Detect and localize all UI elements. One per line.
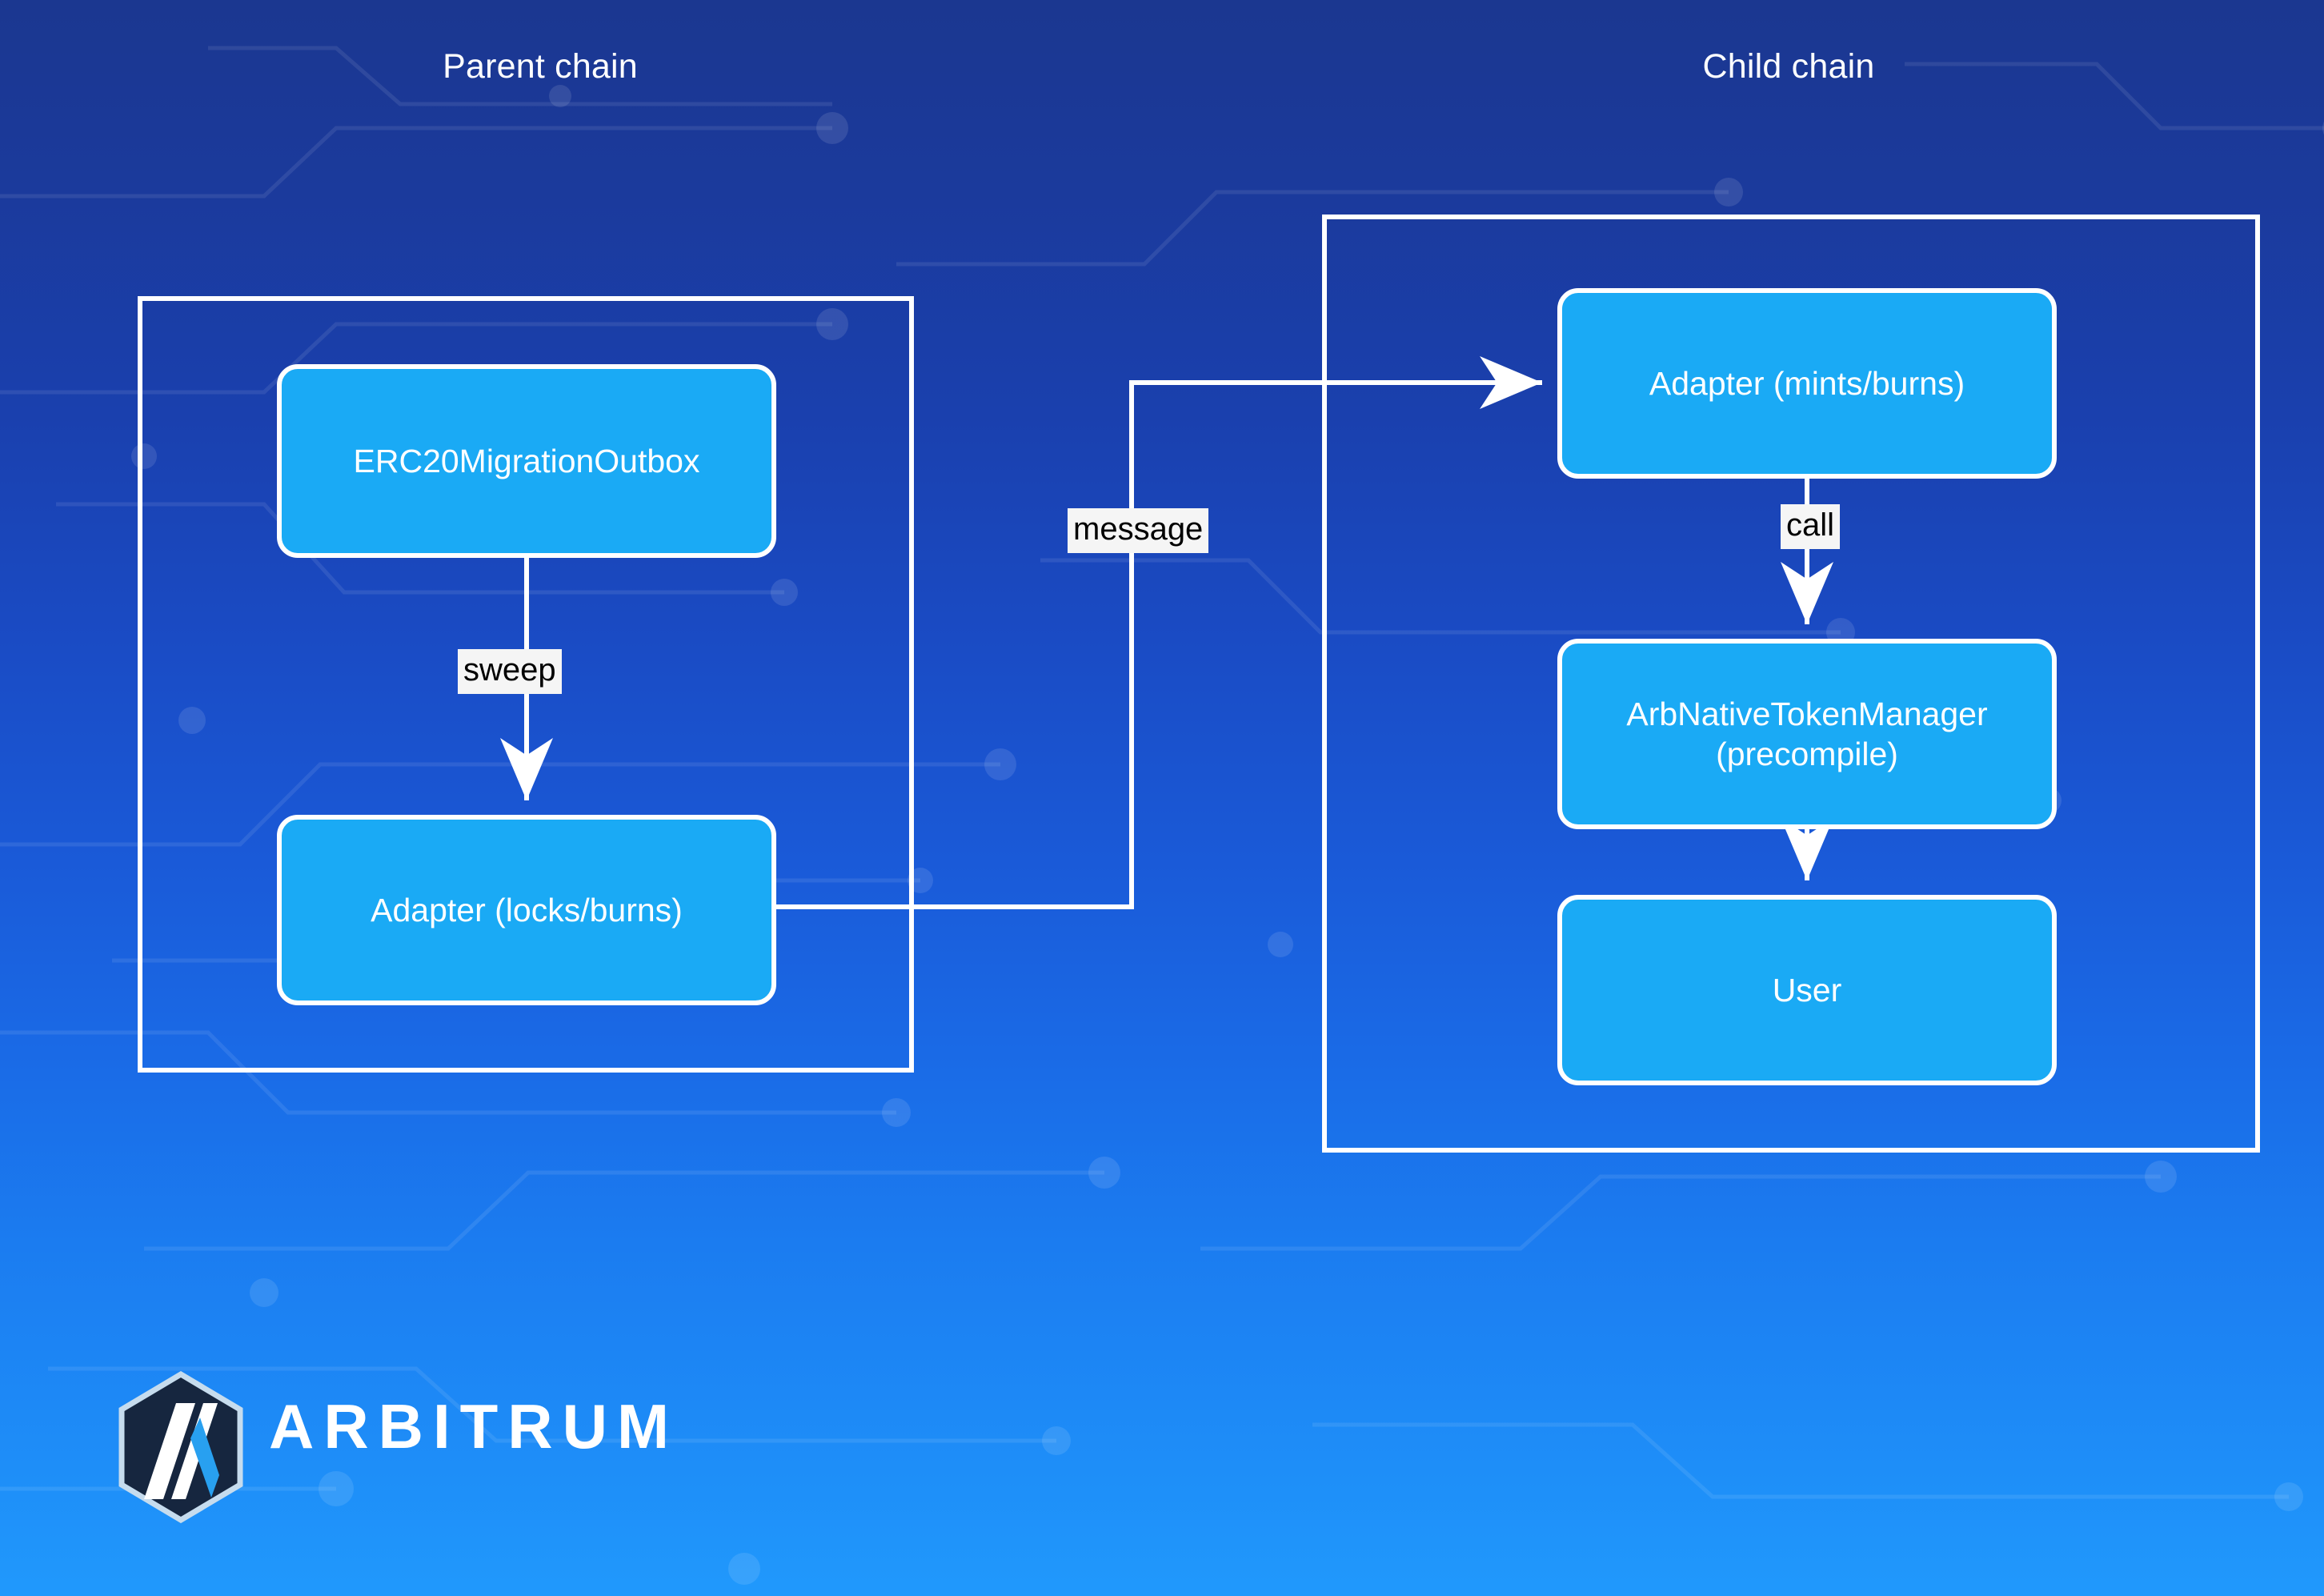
node-arb-native-token-manager-label-line2: (precompile) [1716,736,1898,772]
edge-label-message: message [1068,508,1209,554]
node-erc20-migration-outbox[interactable]: ERC20MigrationOutbox [277,364,776,558]
arbitrum-wordmark: ARBITRUM [269,1391,679,1462]
node-user-label: User [1772,971,1842,1009]
node-erc20-migration-outbox-label: ERC20MigrationOutbox [353,442,700,479]
node-user[interactable]: User [1557,895,2057,1085]
node-adapter-locks-burns-label: Adapter (locks/burns) [371,891,683,928]
parent-chain-title: Parent chain [443,47,638,86]
child-chain-title: Child chain [1702,47,1875,86]
node-arb-native-token-manager-label-line1: ArbNativeTokenManager [1626,695,1988,732]
node-adapter-locks-burns[interactable]: Adapter (locks/burns) [277,815,776,1005]
node-arb-native-token-manager[interactable]: ArbNativeTokenManager (precompile) [1557,639,2057,829]
arbitrum-logo-lockup: ARBITRUM [117,1371,741,1523]
edge-label-call: call [1781,504,1841,550]
edge-label-sweep: sweep [458,649,562,695]
node-adapter-mints-burns-label: Adapter (mints/burns) [1649,364,1965,402]
arbitrum-logo-icon [118,1371,243,1523]
node-adapter-mints-burns[interactable]: Adapter (mints/burns) [1557,288,2057,479]
